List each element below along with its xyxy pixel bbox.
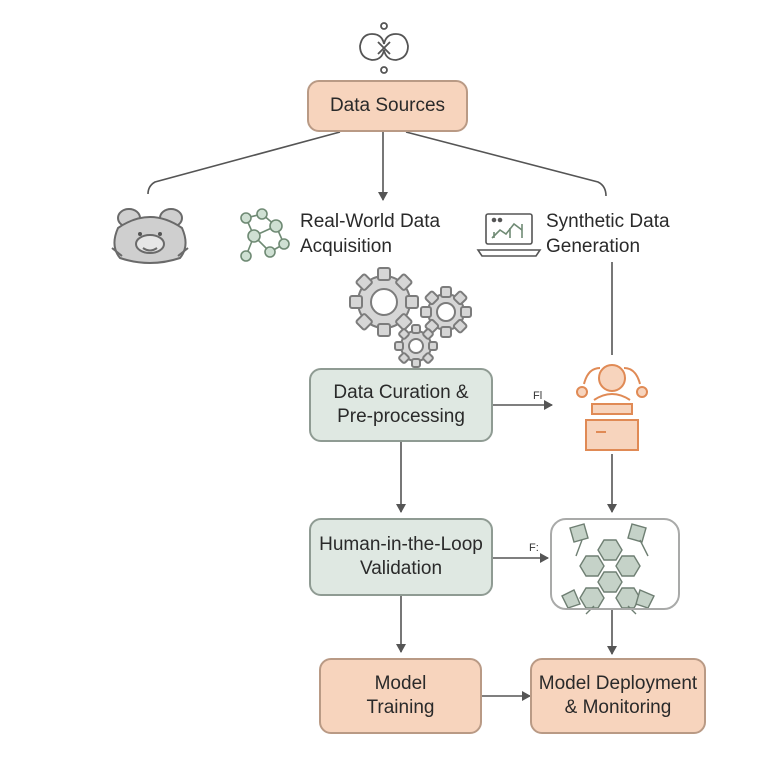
hitl-line2: Validation — [359, 558, 443, 579]
deploy-line2: & Monitoring — [564, 697, 672, 718]
training-line1: Model — [374, 673, 427, 694]
validation-mesh-node — [550, 518, 680, 610]
curation-line1: Data Curation & — [333, 382, 469, 403]
real-world-line1: Real-World Data — [300, 211, 441, 232]
synthetic-line1: Synthetic Data — [546, 211, 670, 232]
real-world-acquisition-label: Real-World Data Acquisition — [300, 209, 460, 259]
deploy-line1: Model Deployment — [538, 673, 698, 694]
hitl-to-mesh-tag: F: — [529, 542, 539, 554]
bear-face-icon — [111, 208, 189, 264]
training-line2: Training — [366, 697, 435, 718]
curation-line2: Pre-processing — [337, 406, 465, 427]
network-nodes-icon — [240, 208, 290, 262]
synthetic-line2: Generation — [546, 236, 641, 257]
synthetic-generation-label: Synthetic Data Generation — [546, 209, 706, 259]
curation-to-synthetic-tag: Fl — [533, 390, 543, 402]
data-sources-label: Data Sources — [329, 95, 446, 116]
model-deployment-node: Model Deployment & Monitoring — [530, 658, 706, 734]
data-sources-node: Data Sources — [307, 80, 468, 132]
hexagon-mesh-icon — [561, 523, 655, 615]
model-training-node: Model Training — [319, 658, 482, 734]
human-in-the-loop-node: Human-in-the-Loop Validation — [309, 518, 493, 596]
abstract-knot-icon — [359, 22, 409, 74]
branch-lines — [147, 131, 617, 701]
hitl-line1: Human-in-the-Loop — [319, 534, 483, 555]
gears-icon — [349, 267, 472, 368]
person-at-desk-icon — [576, 364, 648, 451]
laptop-chart-icon — [476, 213, 542, 257]
real-world-line2: Acquisition — [300, 236, 392, 257]
data-curation-node: Data Curation & Pre-processing — [309, 368, 493, 442]
